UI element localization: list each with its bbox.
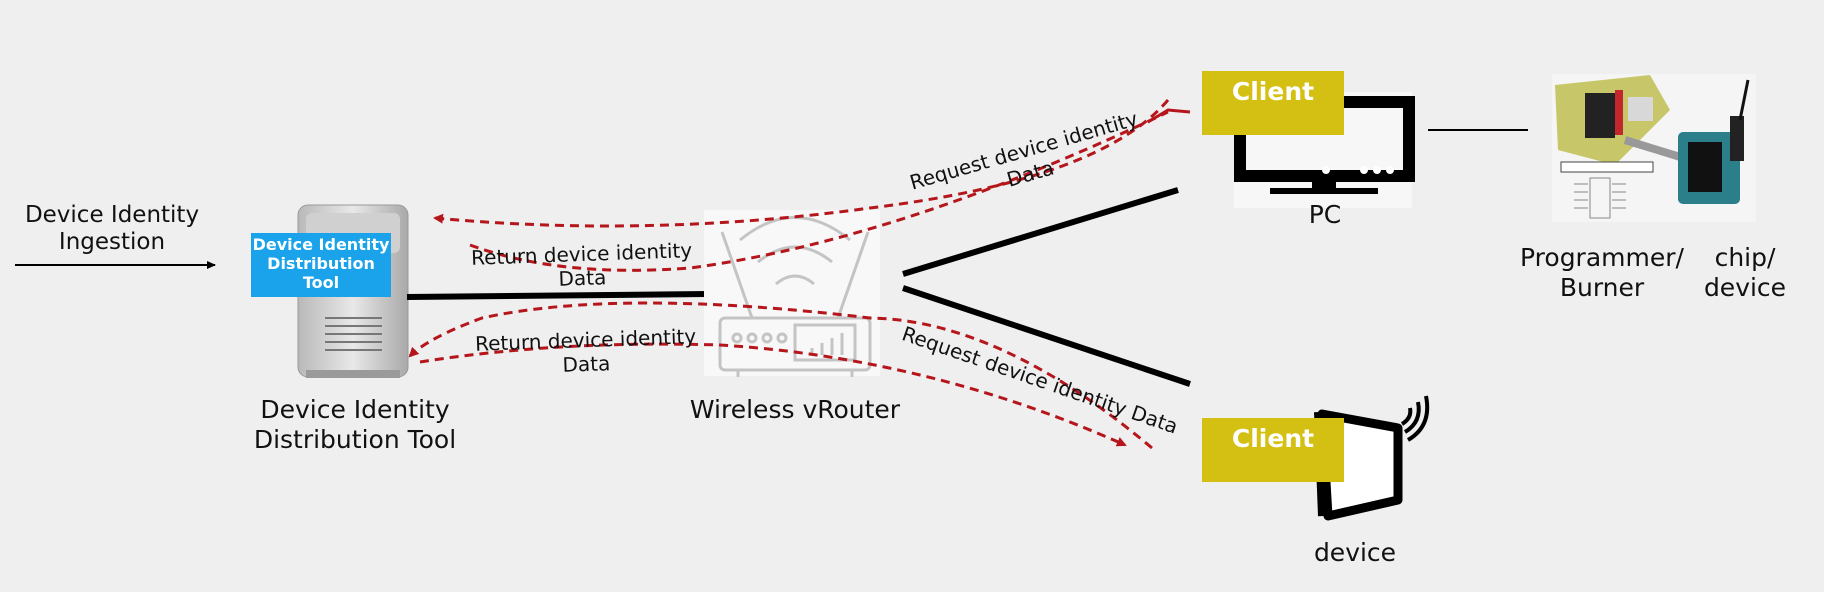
- programmer-line1: Programmer/: [1520, 243, 1684, 272]
- connector-router-device: [902, 285, 1191, 387]
- ingestion-line2: Ingestion: [58, 229, 166, 256]
- chip-label: chip/ device: [1690, 243, 1800, 302]
- pc-client-badge: Client: [1202, 71, 1344, 135]
- tool-badge: Device Identity Distribution Tool: [251, 233, 391, 297]
- connector-router-pc: [902, 187, 1179, 277]
- lower-return-flow: [408, 301, 1153, 450]
- tool-caption: Device Identity Distribution Tool: [240, 395, 470, 454]
- device-client-badge: Client: [1202, 418, 1344, 482]
- pc-caption: PC: [1308, 200, 1342, 229]
- upper-request-flow: [469, 110, 1169, 272]
- programmer-board-icon: [1552, 74, 1756, 222]
- upper-return-label: Return device identity Data: [461, 238, 703, 294]
- pc-client-badge-text: Client: [1231, 77, 1315, 106]
- tool-badge-line3: Tool: [302, 273, 340, 293]
- programmer-label: Programmer/ Burner: [1512, 243, 1692, 302]
- upper-request-head: [1147, 108, 1191, 124]
- ingestion-line1: Device Identity: [24, 202, 200, 228]
- device-client-badge-text: Client: [1231, 424, 1315, 453]
- tool-badge-line1: Device Identity: [252, 235, 390, 254]
- tool-caption-line2: Distribution Tool: [253, 424, 457, 454]
- device-caption: device: [1313, 538, 1397, 567]
- connector-tool-router: [406, 291, 709, 300]
- router-icon: [704, 210, 880, 377]
- chip-line1: chip/: [1714, 243, 1776, 272]
- tool-caption-line1: Device Identity: [260, 395, 450, 424]
- programmer-line2: Burner: [1559, 272, 1645, 302]
- chip-line2: device: [1703, 272, 1787, 302]
- tool-badge-line2: Distribution: [267, 254, 375, 274]
- upper-return-flow: [433, 99, 1170, 228]
- ingestion-label: Device Identity Ingestion: [22, 202, 202, 256]
- wifi-signal-icon: [1400, 395, 1430, 442]
- router-caption: Wireless vRouter: [689, 395, 901, 424]
- lower-return-label: Return device identity Data: [465, 324, 707, 380]
